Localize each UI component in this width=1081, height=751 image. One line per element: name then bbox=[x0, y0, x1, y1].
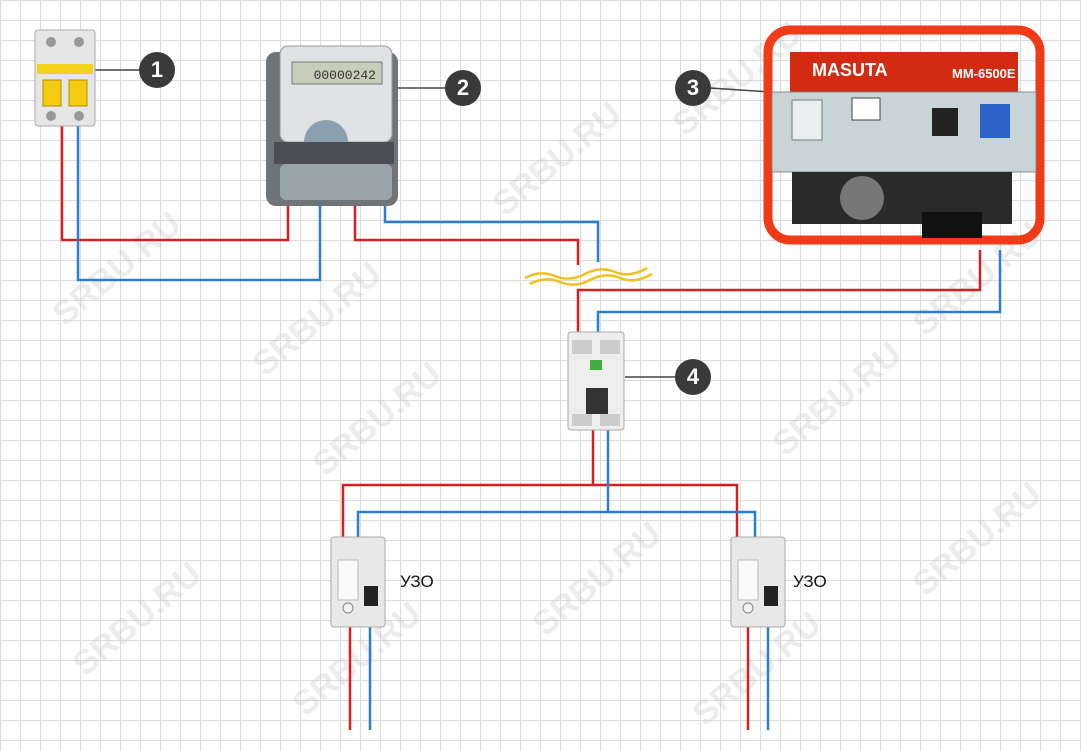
changeover-breaker bbox=[567, 331, 625, 431]
phase-wire-generator bbox=[576, 250, 982, 332]
phase-wire-meter-out bbox=[353, 205, 580, 265]
leader-line bbox=[709, 87, 771, 93]
rcd-label-2: УЗО bbox=[793, 572, 827, 591]
marker-4: 4 bbox=[675, 359, 711, 395]
generator-brand: MASUTA bbox=[812, 60, 888, 80]
marker-1: 1 bbox=[139, 52, 175, 88]
rcd-label-1: УЗО bbox=[400, 572, 434, 591]
meter-reading: 00000242 bbox=[314, 68, 376, 83]
break-mark bbox=[524, 266, 648, 280]
break-mark bbox=[529, 272, 653, 286]
neutral-wire-distribution bbox=[608, 510, 757, 538]
phase-wire-distribution bbox=[341, 428, 595, 538]
electricity-meter: 00000242 bbox=[266, 45, 398, 206]
generator-model: MM-6500E bbox=[952, 66, 1016, 81]
marker-3: 3 bbox=[675, 70, 711, 106]
neutral-wire-generator bbox=[596, 250, 1002, 332]
marker-2: 2 bbox=[445, 70, 481, 106]
rcd-device-1 bbox=[330, 536, 386, 628]
generator: MASUTA MM-6500E bbox=[762, 22, 1046, 250]
neutral-wire-input bbox=[76, 125, 322, 282]
phase-wire-distribution bbox=[593, 483, 739, 538]
neutral-wire-distribution bbox=[356, 428, 610, 538]
neutral-wire-meter-out bbox=[383, 205, 600, 262]
input-circuit-breaker bbox=[34, 29, 96, 127]
phase-wire-input bbox=[60, 125, 290, 242]
rcd-device-2 bbox=[730, 536, 786, 628]
